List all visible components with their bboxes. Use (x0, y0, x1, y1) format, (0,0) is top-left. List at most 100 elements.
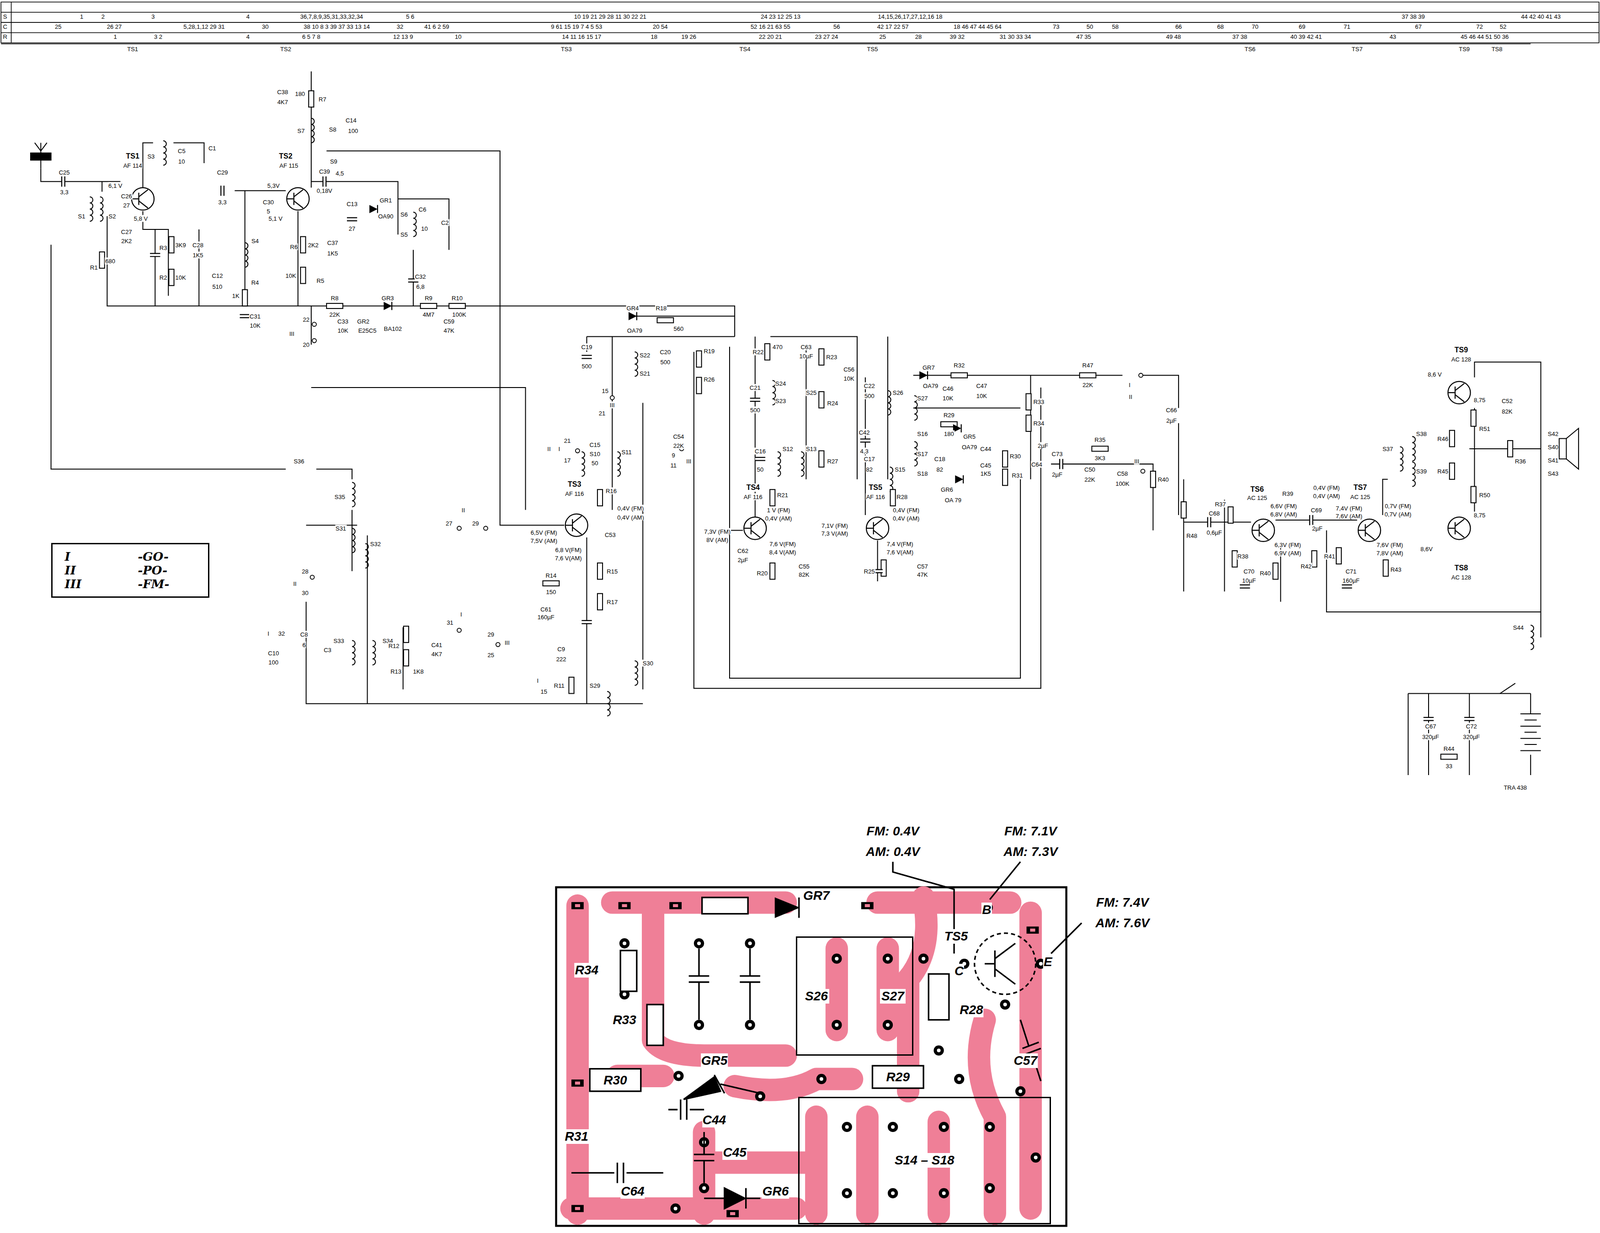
circuit-board (693, 1020, 704, 1031)
component-label: S35 (334, 493, 346, 501)
circuit-board (1026, 926, 1040, 934)
component-label: C46 (942, 385, 955, 393)
wiring (30, 71, 1579, 776)
transistor-symbols (743, 517, 767, 540)
circuit-board (842, 1122, 853, 1133)
circuit-board (619, 938, 630, 949)
circuit-board (668, 1099, 704, 1121)
component-label: C18 (933, 455, 946, 463)
circuit-board (882, 954, 893, 965)
coil-box: S26S27 (795, 936, 914, 1056)
table-cell: 3 (150, 12, 155, 20)
circuit-board (556, 887, 1067, 1227)
component-label: 180 (294, 90, 306, 98)
resistor-symbols (300, 236, 306, 254)
component-label: C54 (672, 433, 685, 441)
table-cell: 39 32 (949, 33, 966, 41)
component-label: I (557, 445, 561, 453)
component-label: 2µF (737, 556, 749, 564)
component-label: AF 116 (743, 493, 763, 501)
capacitor-symbols (1341, 585, 1352, 589)
circuit-board (918, 954, 929, 965)
resistor-symbols (1273, 563, 1279, 580)
transistor-name: TS4 (746, 483, 761, 492)
resistor-symbols (597, 489, 603, 507)
component-label: S41 (1547, 456, 1559, 464)
table-cell: 66 (1174, 23, 1183, 31)
table-cell: 12 13 9 (392, 33, 414, 41)
component-label: C2 (440, 218, 450, 226)
component-label: C56 (842, 366, 855, 374)
coil-symbols (365, 543, 369, 569)
component-label: 0,4V (AM) (892, 514, 921, 522)
resistor-symbols (1091, 446, 1109, 452)
box-text: -GO- (136, 549, 197, 564)
table-cell: 45 46 44 51 50 36 (1460, 33, 1510, 41)
component-label: 4,3 (859, 447, 870, 455)
table-cell: 30 (261, 23, 269, 31)
resistor-symbols (1471, 486, 1477, 503)
component-label: S7 (297, 127, 306, 134)
component-label: E25C5 (357, 327, 378, 335)
transistor-name: TS8 (1454, 564, 1469, 573)
circuit-board (1020, 1020, 1041, 1082)
component-label: 32 (277, 630, 286, 638)
capacitor-symbols (346, 217, 358, 221)
resistor-symbols (1150, 471, 1156, 488)
component-label: C59 (442, 318, 455, 326)
table-cell: TS9 (1458, 45, 1471, 53)
component-label: AC 128 (1450, 355, 1472, 363)
component-label: 7,8V (AM) (1376, 549, 1404, 557)
component-label: 25 (486, 651, 495, 659)
component-label: AF 116 (564, 490, 585, 498)
capacitor-symbols (149, 253, 160, 257)
component-label: S39 (1415, 468, 1428, 475)
coil-symbols (634, 352, 638, 377)
circuit-board (831, 1020, 842, 1031)
transistor-name: TS9 (1454, 346, 1469, 355)
switch-contacts (483, 526, 488, 531)
component-label: S33 (332, 637, 345, 645)
component-label: 10K (175, 274, 187, 282)
table-cell: 22 20 21 (758, 33, 783, 41)
resistor-symbols (1181, 501, 1187, 519)
component-label: 21 (598, 410, 606, 417)
resistor-symbols (568, 677, 574, 694)
component-label: 0,7V (FM) (1384, 502, 1412, 510)
component-label: 7,4 V(FM) (886, 540, 914, 548)
transistor-symbols (1252, 519, 1275, 542)
component-label: R25 (863, 568, 876, 576)
component-label: 11 (669, 461, 678, 469)
table-cell: 4 (245, 33, 251, 41)
coil-symbols (1400, 446, 1404, 472)
board-callout: C57 (1013, 1053, 1038, 1069)
circuit-board (842, 1188, 853, 1199)
component-label: C31 (249, 312, 262, 320)
capacitor-symbols (240, 314, 251, 318)
component-label: R32 (953, 362, 966, 369)
resistor-symbols (880, 560, 886, 577)
component-label: 6,8V (AM) (1269, 511, 1298, 518)
component-label: 6 (302, 641, 307, 649)
component-label: S43 (1547, 469, 1559, 477)
switch-contacts (312, 322, 317, 327)
switch-contacts (457, 526, 462, 531)
circuit-board (831, 954, 842, 965)
switch-contacts (457, 628, 462, 633)
component-label: 0,4V (FM) (1312, 484, 1341, 491)
component-label: 8,4 V(AM) (768, 548, 797, 556)
circuit-board (670, 1203, 681, 1214)
component-label: 31 (446, 618, 454, 626)
component-label: 15 (539, 688, 548, 696)
resistor-symbols (769, 489, 775, 507)
component-label: C17 (863, 455, 876, 463)
component-label: 100K (1114, 480, 1130, 488)
capacitor-symbols (750, 398, 761, 402)
table-cell: 50 (1086, 23, 1094, 31)
component-label: C33 (336, 318, 349, 326)
component-label: 1K8 (412, 667, 425, 675)
resistor-symbols (403, 650, 409, 667)
circuit-board (872, 1066, 924, 1089)
table-cell: 43 (1389, 33, 1397, 41)
